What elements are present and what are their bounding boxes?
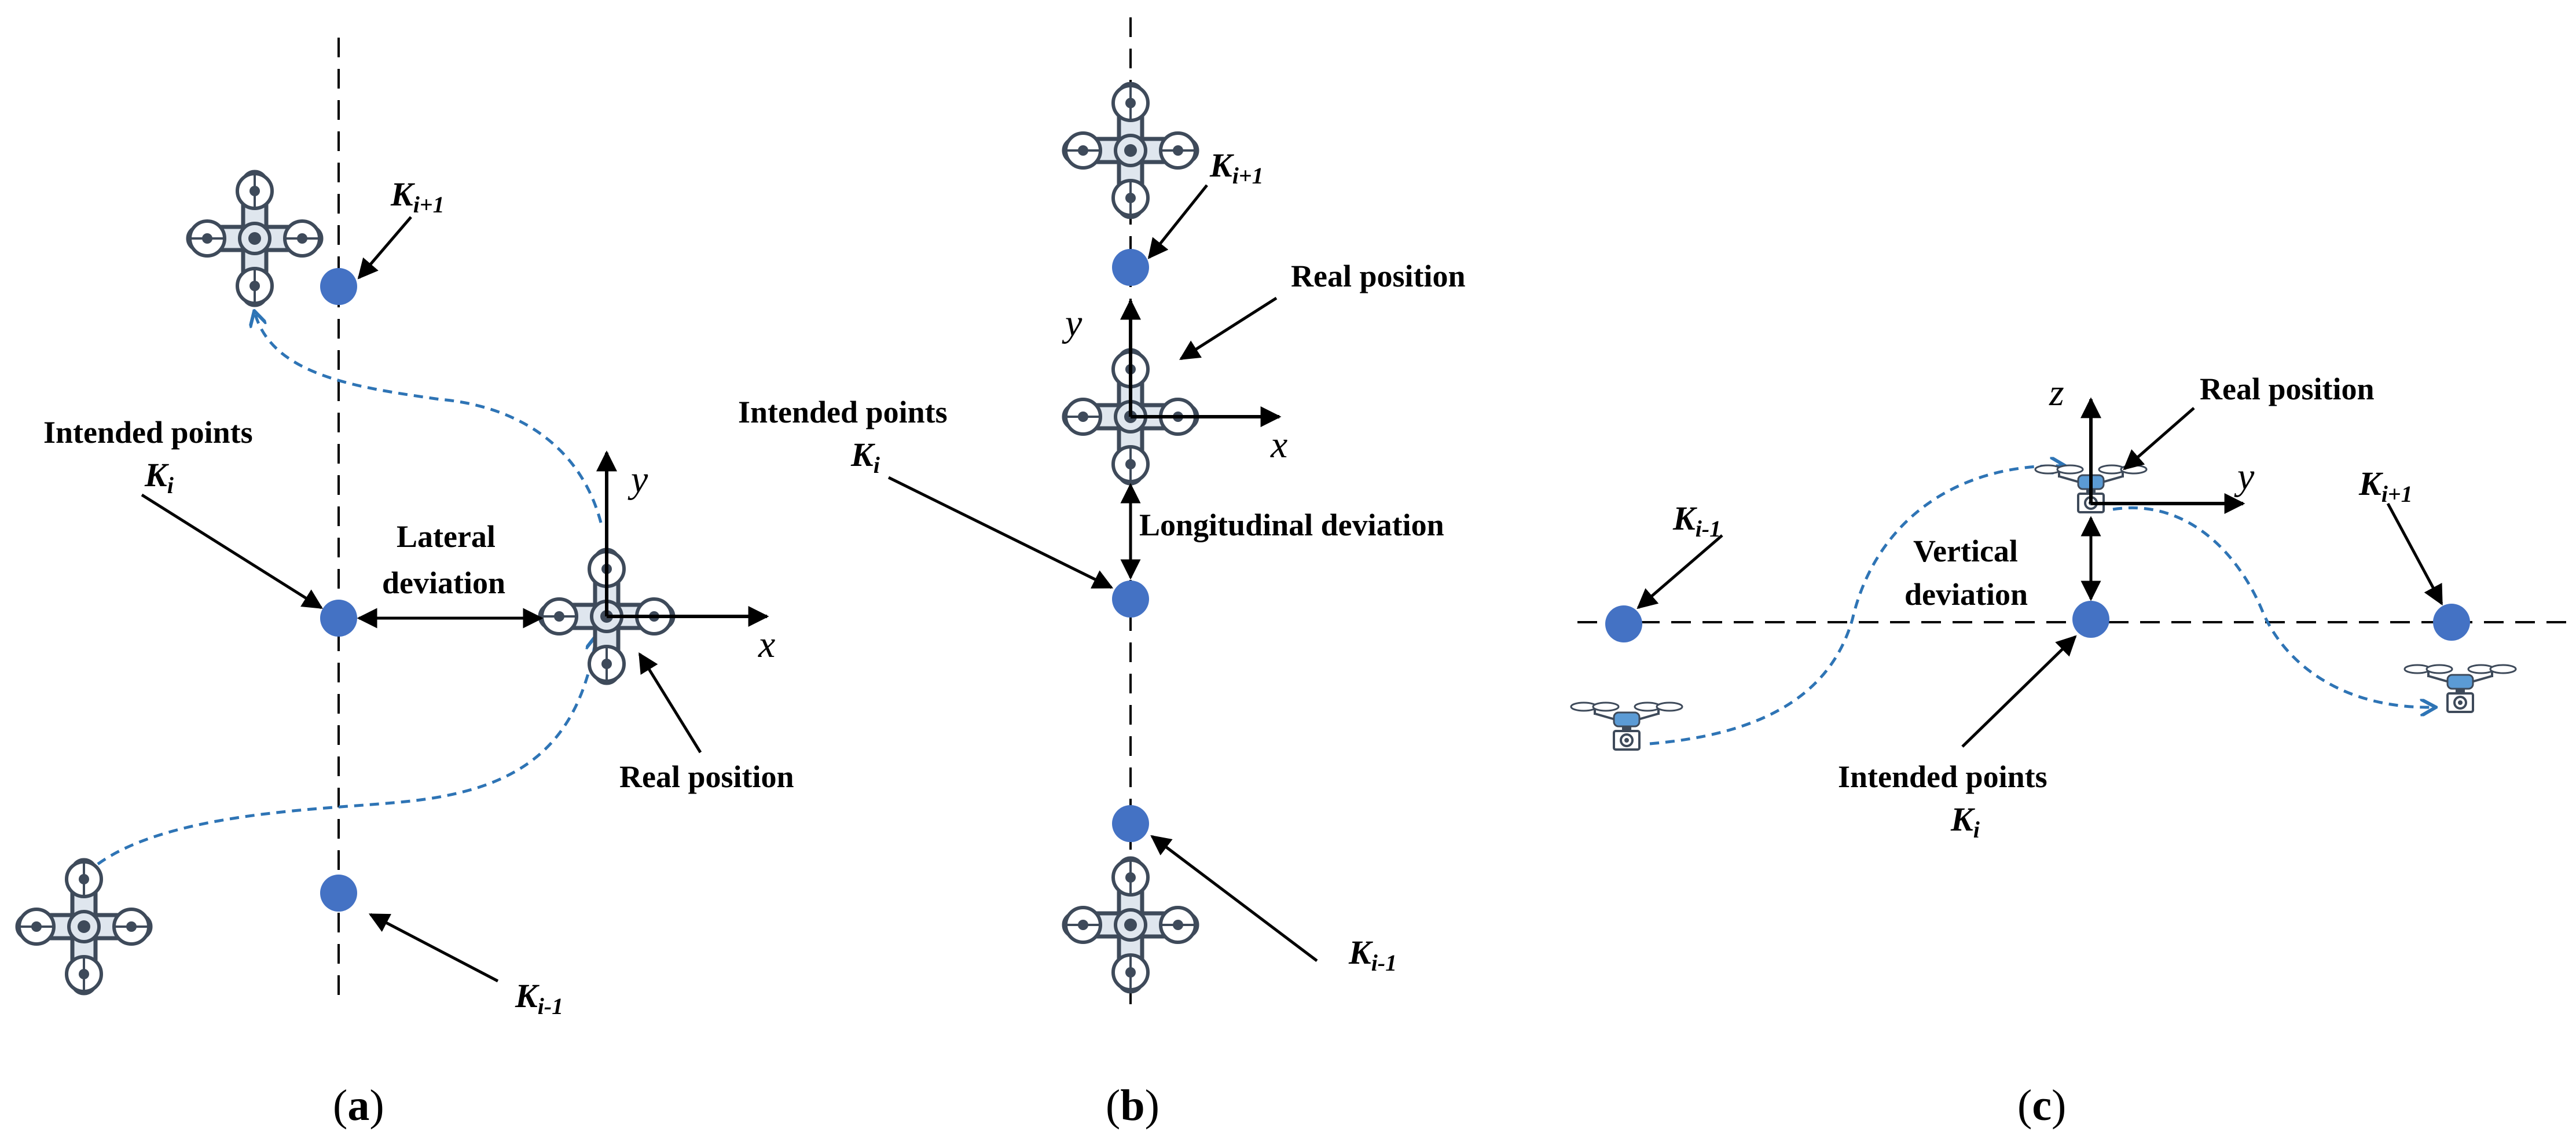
panel-a-axis-y-label: y xyxy=(628,458,648,501)
panel-a-flight-path-upper xyxy=(255,313,603,523)
panel-c-caption: (c) xyxy=(2017,1081,2066,1130)
panel-b-caption: (b) xyxy=(1106,1081,1159,1130)
panel-c-previous-pointer xyxy=(1636,534,1723,609)
panel-b-intended-pointer xyxy=(887,476,1114,589)
panel-a: x y Ki+1 Intended points Ki Lateral devi… xyxy=(17,38,794,1130)
panel-b-axis-y-label: y xyxy=(1062,302,1082,344)
panel-c-point-intended xyxy=(2072,601,2109,638)
panel-a-axis-x-label: x xyxy=(758,623,775,666)
panel-a-deviation-label-line1: Lateral xyxy=(397,519,496,554)
panel-a-real-position-label: Real position xyxy=(619,759,794,794)
panel-b-intended-label: Intended points xyxy=(738,395,948,429)
panel-a-point-intended xyxy=(320,600,357,637)
panel-a-caption: (a) xyxy=(333,1081,384,1130)
panel-b-next-label: Ki+1 xyxy=(1209,146,1264,189)
panel-a-intended-label: Intended points xyxy=(43,415,253,450)
panel-a-deviation-label-line2: deviation xyxy=(382,565,505,600)
panel-a-previous-label: Ki-1 xyxy=(515,977,563,1019)
panel-c-flight-path-upper xyxy=(2112,506,2434,707)
panel-c-intended-pointer xyxy=(1961,635,2077,748)
panel-b-point-previous xyxy=(1112,805,1149,842)
panel-a-quadcopter-icon-next xyxy=(188,172,321,305)
panel-a-flight-path-lower xyxy=(74,637,596,887)
panel-b-quadcopter-icon-next xyxy=(1064,84,1197,217)
panel-b-deviation-label: Longitudinal deviation xyxy=(1139,508,1444,542)
panel-b-quadcopter-icon-previous xyxy=(1064,858,1197,991)
panel-c-previous-label: Ki-1 xyxy=(1672,499,1721,542)
panel-b-point-next xyxy=(1112,249,1149,286)
panel-a-next-label: Ki+1 xyxy=(390,175,445,218)
panel-a-next-pointer xyxy=(357,216,412,280)
panel-c-intended-label: Intended points xyxy=(1838,759,2047,794)
panel-b-previous-label: Ki-1 xyxy=(1348,934,1397,976)
panel-b-next-pointer xyxy=(1147,184,1208,259)
panel-c-real-position-label: Real position xyxy=(2200,372,2375,406)
panel-c-deviation-label-line2: deviation xyxy=(1905,577,2028,612)
panel-c: y z Real position Ki-1 Vertical deviatio… xyxy=(1570,372,2567,1130)
panel-a-real-pointer xyxy=(638,652,702,754)
panel-c-point-previous xyxy=(1605,605,1642,642)
panel-c-real-pointer xyxy=(2123,407,2195,471)
panel-a-previous-pointer xyxy=(368,913,499,983)
panel-c-axis-y-label: y xyxy=(2234,456,2255,498)
panel-b-point-intended xyxy=(1112,581,1149,618)
panel-c-next-pointer xyxy=(2386,502,2443,606)
panel-c-deviation-label-line1: Vertical xyxy=(1913,534,2018,568)
panel-a-intended-pointer xyxy=(141,493,323,609)
panel-b-axis-x-label: x xyxy=(1270,424,1287,466)
panel-c-camera-drone-icon-next xyxy=(2403,664,2517,713)
panel-c-intended-k-label: Ki xyxy=(1950,800,1980,843)
panel-b-intended-k-label: Ki xyxy=(850,436,880,478)
panel-b-previous-pointer xyxy=(1150,835,1318,962)
panel-b-real-position-label: Real position xyxy=(1291,259,1466,293)
panel-c-axis-z-label: z xyxy=(2049,372,2064,414)
panel-a-quadcopter-icon-previous xyxy=(17,860,151,993)
panel-c-point-next xyxy=(2433,604,2470,641)
panel-a-intended-k-label: Ki xyxy=(144,456,174,498)
panel-b-real-pointer xyxy=(1179,296,1278,361)
panel-c-flight-path-lower xyxy=(1649,466,2064,745)
panel-a-point-next xyxy=(320,268,357,305)
panel-c-next-label: Ki+1 xyxy=(2358,465,2413,507)
panel-a-point-previous xyxy=(320,875,357,912)
panel-b: x y Ki+1 Real position Intended points K… xyxy=(738,17,1466,1130)
